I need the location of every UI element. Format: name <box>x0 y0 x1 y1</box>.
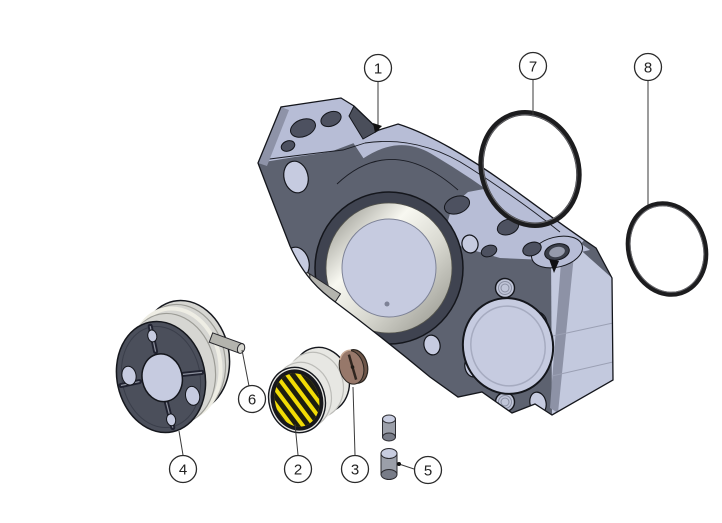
leader-line-5 <box>398 463 415 470</box>
leader-lines <box>178 80 649 470</box>
central-bore <box>314 191 464 345</box>
coupling-face-holes <box>121 329 201 427</box>
leader-line-3 <box>352 386 356 456</box>
coupling-center-bore <box>141 353 184 403</box>
coupling-drive-pin <box>208 332 246 354</box>
callout-1: 1 <box>363 53 393 83</box>
callout-8: 8 <box>633 52 663 82</box>
coupling-hub <box>115 299 246 434</box>
left-chamfer-facet <box>258 107 289 166</box>
leader-line-4 <box>178 430 184 456</box>
top-face-holes <box>280 110 542 258</box>
leader-dot-5 <box>397 462 401 466</box>
callout-7-label: 7 <box>529 59 537 76</box>
bore-interior <box>341 218 437 318</box>
boss-notch-mark <box>549 259 559 273</box>
callout-4-label: 4 <box>179 462 187 479</box>
housing-seam-line <box>551 361 613 377</box>
arch-ridge-edge <box>364 140 561 233</box>
callout-4: 4 <box>168 454 198 484</box>
callout-3-label: 3 <box>351 462 359 479</box>
disc-highlight <box>339 349 352 361</box>
callout-8-label: 8 <box>644 60 652 77</box>
boss-hole <box>544 243 570 273</box>
callout-5-label: 5 <box>424 463 432 480</box>
coupling-face <box>115 320 207 434</box>
o-ring-small <box>625 201 709 297</box>
right-bore <box>461 297 555 395</box>
callout-3: 3 <box>340 454 370 484</box>
callout-7: 7 <box>518 51 548 81</box>
leader-line-6 <box>241 349 250 387</box>
callout-6-label: 6 <box>248 392 256 409</box>
slotted-disc <box>338 349 369 385</box>
disc-center-hole <box>350 365 355 369</box>
callouts: 1 2 3 4 5 6 7 8 <box>168 51 663 485</box>
arch-inner-edge <box>336 158 459 191</box>
dowel-pin-large <box>380 448 398 480</box>
o-ring-highlight <box>482 114 578 224</box>
dowel-pin-small <box>382 414 396 442</box>
leader-arrow-1 <box>373 123 382 133</box>
callout-1-label: 1 <box>374 61 382 78</box>
threaded-hole <box>494 277 516 299</box>
housing-right-bevel <box>550 245 575 413</box>
o-ring-highlight <box>629 205 705 293</box>
callout-5: 5 <box>413 455 443 485</box>
needle-bearing <box>267 346 351 434</box>
callout-2-label: 2 <box>294 462 302 479</box>
housing-outline <box>257 97 614 416</box>
bore-index-dot <box>384 301 390 307</box>
callout-2: 2 <box>283 454 313 484</box>
callout-6: 6 <box>237 384 267 414</box>
o-ring-large <box>478 110 582 228</box>
housing-seam-line <box>552 322 613 337</box>
plateau-step-edge <box>261 142 366 161</box>
pump-housing <box>257 97 614 416</box>
leader-line-2 <box>294 423 299 456</box>
